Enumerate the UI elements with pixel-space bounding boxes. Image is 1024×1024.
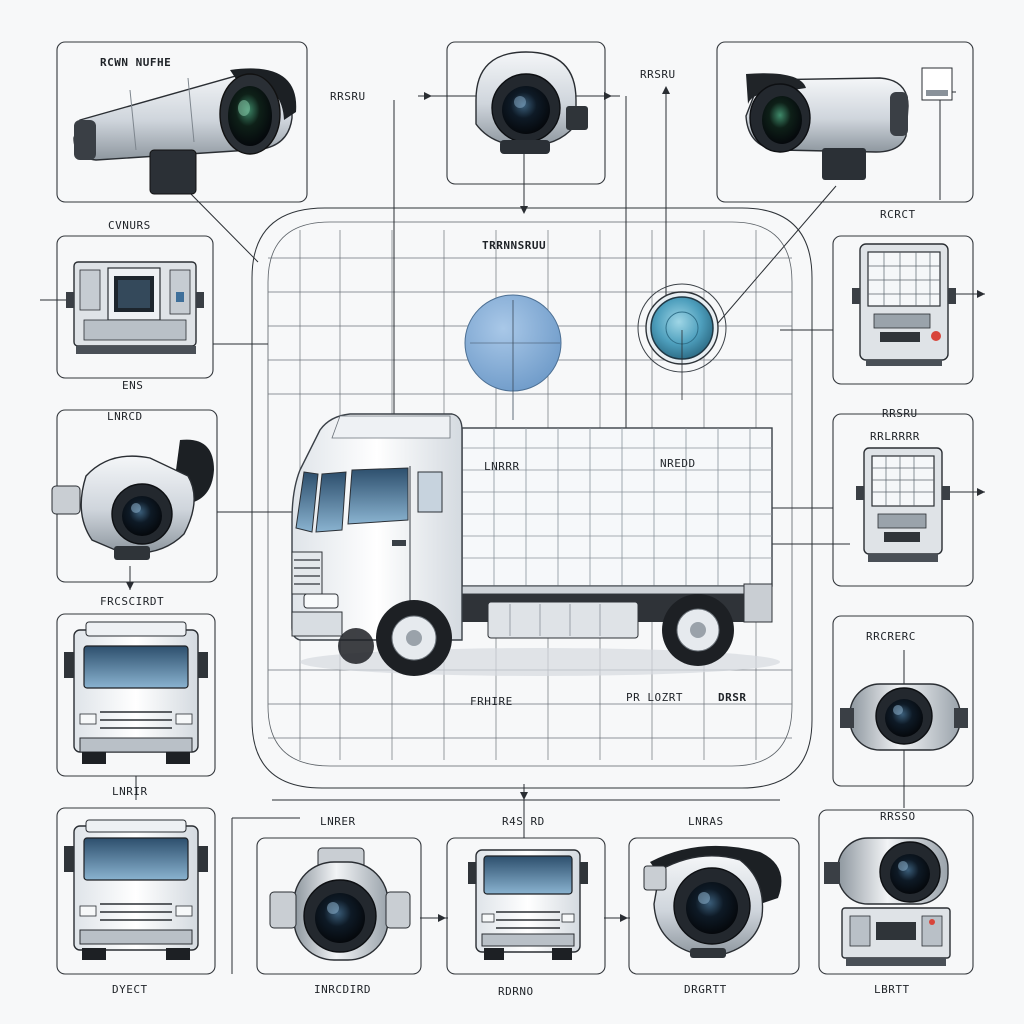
label-truck-body-right: NREDD — [660, 457, 696, 470]
label-camera-bottom-1: INRCDIRD — [314, 983, 371, 996]
label-camera-recorder: LBRTT — [874, 983, 910, 996]
panel-camera-bottom-1 — [256, 837, 422, 975]
truck-front-2 — [64, 819, 208, 960]
recorder-right-2 — [856, 447, 950, 562]
panel-camera-recorder — [818, 809, 974, 975]
label-camera-right: RRCRERC — [866, 630, 916, 643]
label-camera-bottom-1-top: LNRER — [320, 815, 356, 828]
label-under-left: FRHIRE — [470, 695, 513, 708]
label-truck-front-3: RDRNO — [498, 985, 534, 998]
panel-recorder-right-2 — [832, 413, 974, 587]
label-bottom-center-top: R4S RD — [502, 815, 545, 828]
panel-recorder-right-1 — [832, 235, 974, 385]
connector-lines — [40, 70, 985, 974]
camera-bullet-top-right — [745, 67, 953, 180]
label-top-right-connector: RRSRU — [640, 68, 676, 81]
camera-bullet-top-left — [73, 68, 297, 195]
camera-dome-top-center — [475, 51, 588, 154]
label-camera-left: LNRCD — [107, 410, 143, 423]
label-camera-bottom-2-top: LNRAS — [688, 815, 724, 828]
label-under-mid: PR LOZRT — [626, 691, 683, 704]
panel-camera-top-center — [446, 41, 606, 185]
arrow-heads — [126, 86, 985, 922]
label-recorder-right-2-sub: RRLRRRR — [870, 430, 920, 443]
label-truck-front-2-bottom: DYECT — [112, 983, 148, 996]
truck-front-3 — [468, 849, 588, 960]
main-truck — [291, 413, 780, 676]
wheel-rear — [662, 594, 734, 666]
camera-ptz-left — [51, 439, 214, 560]
panel-camera-top-left — [56, 41, 308, 203]
panel-camera-right — [832, 615, 974, 787]
label-recorder-right-1: RCRCT — [880, 208, 916, 221]
label-under-right: DRSR — [718, 691, 747, 704]
label-camera-recorder-top: RRSSO — [880, 810, 916, 823]
panel-frames — [56, 41, 974, 975]
camera-box-right — [840, 683, 968, 751]
truck-front-1 — [64, 621, 208, 764]
wheel-front — [376, 600, 452, 676]
label-camera-top-left: RCWN NUFHE — [100, 56, 172, 69]
label-recorder-left: CVNURS — [108, 219, 151, 232]
label-recorder-right-2-top: RRSRU — [882, 407, 918, 420]
label-camera-bottom-2: DRGRTT — [684, 983, 727, 996]
camera-bottom-1 — [269, 847, 411, 961]
recorder-left — [66, 261, 204, 354]
label-truck-front-2: LNRIR — [112, 785, 148, 798]
camera-recorder-bottom-right — [824, 837, 951, 966]
label-recorder-left-below: ENS — [122, 379, 144, 392]
label-truck-body-left: LNRRR — [484, 460, 520, 473]
label-truck-front-1: FRCSCIRDT — [100, 595, 165, 608]
recorder-right-1 — [852, 243, 956, 366]
panel-camera-bottom-2 — [628, 837, 800, 975]
camera-bottom-2 — [643, 845, 782, 958]
central-frame — [251, 207, 813, 789]
teal-lens-circle — [637, 283, 727, 400]
center-title: TRRNNSRUU — [482, 239, 547, 252]
label-top-connector: RRSRU — [330, 90, 366, 103]
panel-truck-front-3 — [446, 837, 606, 975]
panel-recorder-left — [56, 235, 214, 379]
panel-truck-front-2 — [56, 807, 216, 975]
panel-camera-top-right — [716, 41, 974, 203]
